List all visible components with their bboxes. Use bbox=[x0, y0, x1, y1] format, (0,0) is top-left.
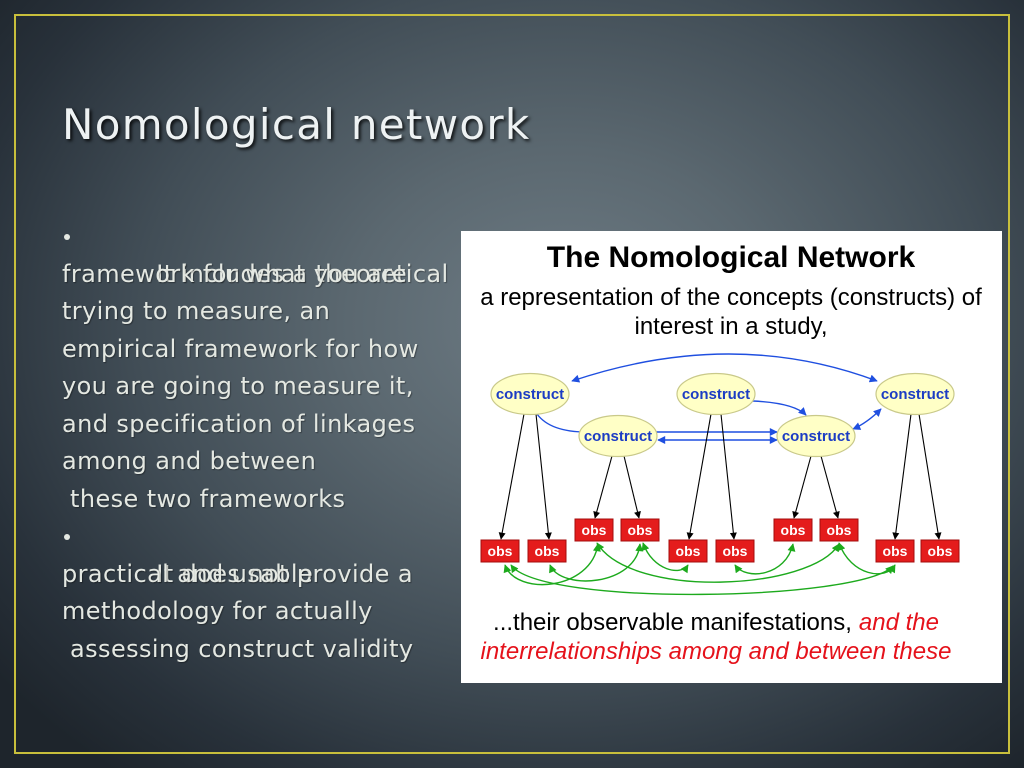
measurement-arrow bbox=[720, 413, 737, 540]
observation-links bbox=[503, 542, 896, 596]
construct-label: construct bbox=[584, 428, 652, 445]
bullet-line: these two frameworks bbox=[62, 484, 346, 513]
obs-label: obs bbox=[928, 543, 953, 559]
construct-node: construct bbox=[676, 372, 756, 416]
obs-label: obs bbox=[781, 522, 806, 538]
measurement-arrow bbox=[593, 455, 613, 519]
bullet-list: It includes a theoretical framework for … bbox=[62, 218, 448, 668]
bullet-line: methodology for actually bbox=[62, 597, 373, 625]
slide-title: Nomological network bbox=[62, 100, 531, 149]
obs-label: obs bbox=[488, 543, 513, 559]
observation-link-arrow bbox=[734, 543, 796, 575]
diagram-title: The Nomological Network bbox=[547, 241, 916, 274]
measurement-arrow bbox=[892, 413, 912, 540]
bullet-marker bbox=[64, 534, 70, 540]
measurement-arrow bbox=[918, 413, 942, 540]
bullet-line-text: It does not provide a bbox=[156, 559, 413, 588]
obs-box bbox=[620, 518, 660, 542]
diagram-background bbox=[461, 231, 1002, 683]
construct-label: construct bbox=[782, 428, 850, 445]
slide-frame-border bbox=[14, 14, 1010, 754]
obs-box bbox=[715, 539, 755, 563]
diagram-subtitle-line: a representation of the concepts (constr… bbox=[480, 284, 982, 311]
construct-link-arrow bbox=[571, 353, 878, 383]
diagram-subtitle-line: interest in a study, bbox=[635, 313, 828, 340]
obs-label: obs bbox=[628, 522, 653, 538]
obs-label: obs bbox=[535, 543, 560, 559]
bullet-line: among and between bbox=[62, 447, 317, 475]
construct-ellipse bbox=[578, 414, 658, 458]
obs-node: obs bbox=[574, 518, 614, 542]
bullet-item: It does not provide a practical and usab… bbox=[62, 518, 442, 668]
measurement-arrow bbox=[623, 455, 641, 519]
bullet-line-text: It includes a theoretical bbox=[156, 259, 449, 288]
obs-node: obs bbox=[480, 539, 520, 563]
bullet-item: It includes a theoretical framework for … bbox=[62, 218, 448, 518]
obs-box bbox=[819, 518, 859, 542]
bullet-line: assessing construct validity bbox=[62, 634, 414, 663]
diagram-caption-line-1: ...their observable manifestations, and t… bbox=[493, 609, 939, 636]
bullet-line: you are going to measure it, bbox=[62, 372, 414, 400]
obs-box bbox=[875, 539, 915, 563]
construct-node: construct bbox=[776, 414, 856, 458]
obs-box bbox=[527, 539, 567, 563]
observation-link-arrow bbox=[837, 542, 896, 575]
bullet-line: and specification of linkages bbox=[62, 409, 416, 438]
obs-node: obs bbox=[527, 539, 567, 563]
obs-node: obs bbox=[715, 539, 755, 563]
construct-node: construct bbox=[578, 414, 658, 458]
construct-node: construct bbox=[490, 372, 570, 416]
observation-link-arrow bbox=[641, 542, 689, 574]
measurement-arrow bbox=[535, 413, 552, 540]
obs-node: obs bbox=[875, 539, 915, 563]
obs-label: obs bbox=[723, 543, 748, 559]
bullet-line: framework for what you are bbox=[62, 259, 408, 288]
construct-label: construct bbox=[496, 386, 564, 403]
obs-box bbox=[920, 539, 960, 563]
measurement-arrow bbox=[498, 413, 525, 540]
measurement-arrow bbox=[792, 455, 812, 519]
construct-ellipse bbox=[776, 414, 856, 458]
obs-node: obs bbox=[819, 518, 859, 542]
construct-ellipse bbox=[676, 372, 756, 416]
obs-label: obs bbox=[676, 543, 701, 559]
obs-node: obs bbox=[773, 518, 813, 542]
obs-node: obs bbox=[620, 518, 660, 542]
measurement-arrow bbox=[686, 413, 712, 540]
obs-label: obs bbox=[582, 522, 607, 538]
measurement-arrows bbox=[498, 413, 942, 540]
obs-node: obs bbox=[668, 539, 708, 563]
construct-label: construct bbox=[881, 386, 949, 403]
bullet-marker bbox=[64, 234, 70, 240]
bullet-line: It includes a theoretical bbox=[62, 218, 448, 288]
construct-label: construct bbox=[682, 386, 750, 403]
construct-link-arrow bbox=[852, 408, 882, 430]
caption-plain-text: ...their observable manifestations, bbox=[493, 609, 852, 636]
bullet-line: empirical framework for how bbox=[62, 334, 419, 363]
bullet-line: It does not provide a bbox=[62, 518, 442, 588]
obs-box bbox=[574, 518, 614, 542]
bullet-line: trying to measure, an bbox=[62, 297, 331, 325]
obs-label: obs bbox=[827, 522, 852, 538]
observation-link-arrow bbox=[596, 542, 840, 583]
diagram-caption-line-2: interrelationships among and between the… bbox=[481, 638, 952, 665]
construct-link-arrow bbox=[752, 400, 807, 416]
obs-box bbox=[480, 539, 520, 563]
bullet-line: practical and usable bbox=[62, 559, 314, 588]
construct-ellipse bbox=[490, 372, 570, 416]
obs-node: obs bbox=[920, 539, 960, 563]
caption-emphasis-text: and the bbox=[859, 609, 939, 636]
construct-ellipse bbox=[875, 372, 955, 416]
observation-link-arrow bbox=[510, 564, 894, 596]
measurement-arrow bbox=[820, 455, 840, 519]
obs-label: obs bbox=[883, 543, 908, 559]
obs-box bbox=[668, 539, 708, 563]
construct-node: construct bbox=[875, 372, 955, 416]
obs-box bbox=[773, 518, 813, 542]
nomological-network-diagram: The Nomological Network a representation… bbox=[461, 231, 1002, 683]
